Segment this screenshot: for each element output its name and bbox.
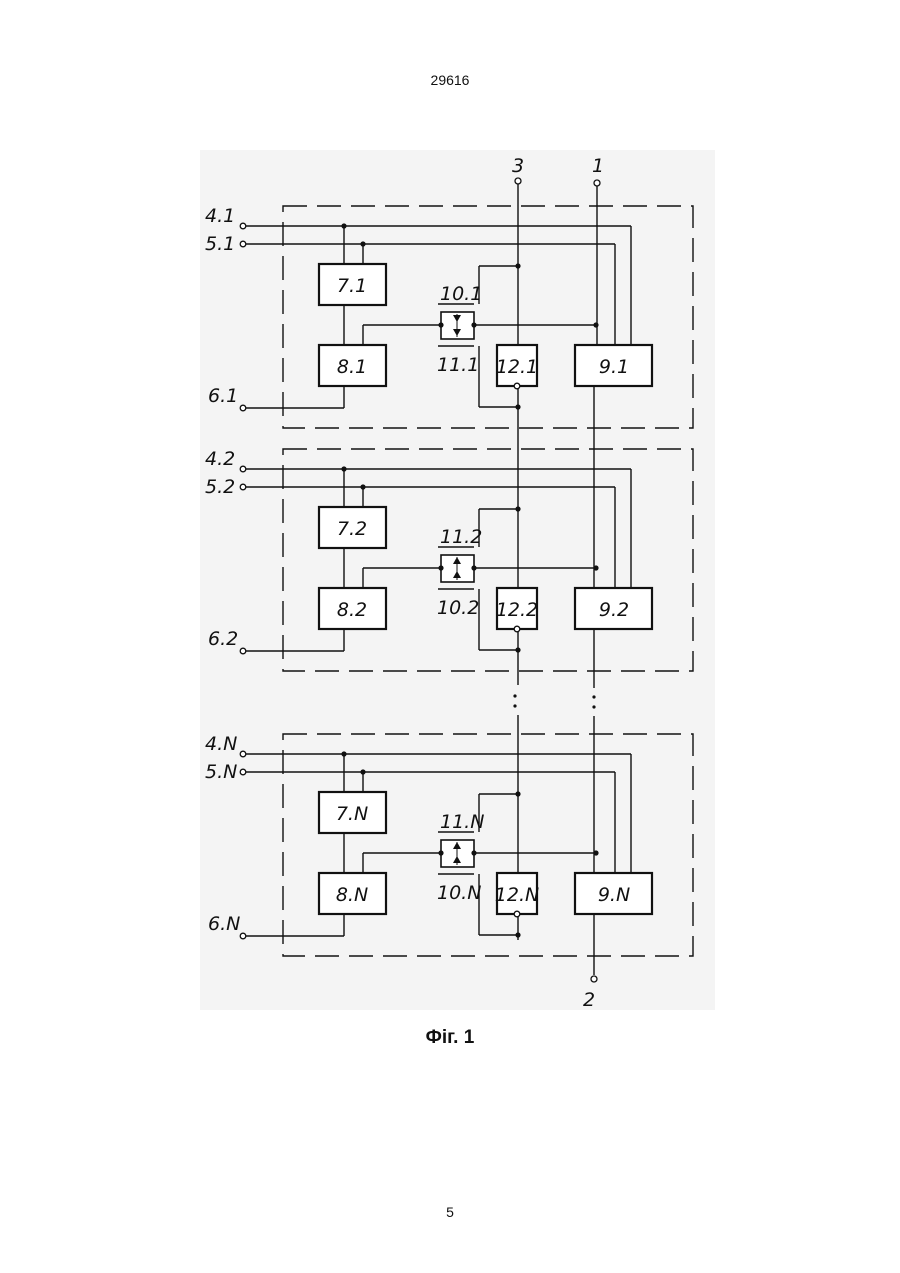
block-7-label: 7.N — [336, 803, 368, 825]
input-5-label: 5.2 — [205, 476, 235, 498]
block-12-label: 12.1 — [496, 356, 538, 378]
block-9-label: 9.N — [598, 884, 630, 906]
junction-dot — [515, 647, 520, 652]
continuation-dot — [592, 705, 595, 708]
terminal-3-node — [515, 178, 521, 184]
terminal-3-label: 3 — [512, 155, 524, 177]
input-4-label: 4.2 — [205, 448, 235, 470]
terminal-2-node — [591, 976, 597, 982]
input-4-label: 4.N — [205, 733, 237, 755]
input-6-terminal — [240, 933, 246, 939]
input-6-label: 6.1 — [208, 385, 238, 407]
input-5-terminal — [240, 484, 246, 490]
block-8-label: 8.N — [336, 884, 368, 906]
switch-top-label: 11.2 — [440, 526, 482, 548]
junction-dot — [515, 506, 520, 511]
junction-dot — [438, 322, 443, 327]
input-5-terminal — [240, 241, 246, 247]
block-8-label: 8.1 — [337, 356, 367, 378]
page-number: 5 — [0, 1204, 900, 1220]
junction-dot — [438, 850, 443, 855]
block-12-output — [514, 383, 520, 389]
input-5-label: 5.1 — [205, 233, 235, 255]
block-9-label: 9.1 — [599, 356, 629, 378]
junction-dot — [593, 850, 598, 855]
continuation-dot — [513, 704, 516, 707]
block-8-label: 8.2 — [337, 599, 367, 621]
input-6-terminal — [240, 405, 246, 411]
junction-dot — [515, 404, 520, 409]
junction-dot — [515, 263, 520, 268]
junction-dot — [593, 565, 598, 570]
bus-gap-mask — [508, 685, 528, 715]
input-4-terminal — [240, 466, 246, 472]
switch-bottom-label: 10.2 — [437, 597, 479, 619]
terminal-1-label: 1 — [592, 155, 604, 177]
block-12-output — [514, 626, 520, 632]
terminal-1-node — [594, 180, 600, 186]
input-6-terminal — [240, 648, 246, 654]
input-4-label: 4.1 — [205, 205, 235, 227]
block-7-label: 7.1 — [337, 275, 367, 297]
switch-bottom-label: 11.1 — [437, 354, 479, 376]
continuation-dot — [513, 694, 516, 697]
junction-dot — [593, 322, 598, 327]
input-5-label: 5.N — [205, 761, 237, 783]
input-5-terminal — [240, 769, 246, 775]
block-12-output — [514, 911, 520, 917]
input-6-label: 6.N — [208, 913, 240, 935]
junction-dot — [515, 791, 520, 796]
figure-caption: Фіг. 1 — [0, 1027, 900, 1049]
terminal-2-label: 2 — [583, 989, 595, 1011]
switch-top-label: 11.N — [440, 811, 484, 833]
continuation-dot — [592, 695, 595, 698]
input-4-terminal — [240, 751, 246, 757]
input-6-label: 6.2 — [208, 628, 238, 650]
input-4-terminal — [240, 223, 246, 229]
block-9-label: 9.2 — [599, 599, 629, 621]
junction-dot — [515, 932, 520, 937]
switch-bottom-label: 10.N — [437, 882, 481, 904]
block-12-label: 12.N — [495, 884, 539, 906]
switch-top-label: 10.1 — [440, 283, 482, 305]
bus-gap-mask — [584, 688, 604, 716]
block-12-label: 12.2 — [496, 599, 538, 621]
block-7-label: 7.2 — [337, 518, 367, 540]
junction-dot — [438, 565, 443, 570]
